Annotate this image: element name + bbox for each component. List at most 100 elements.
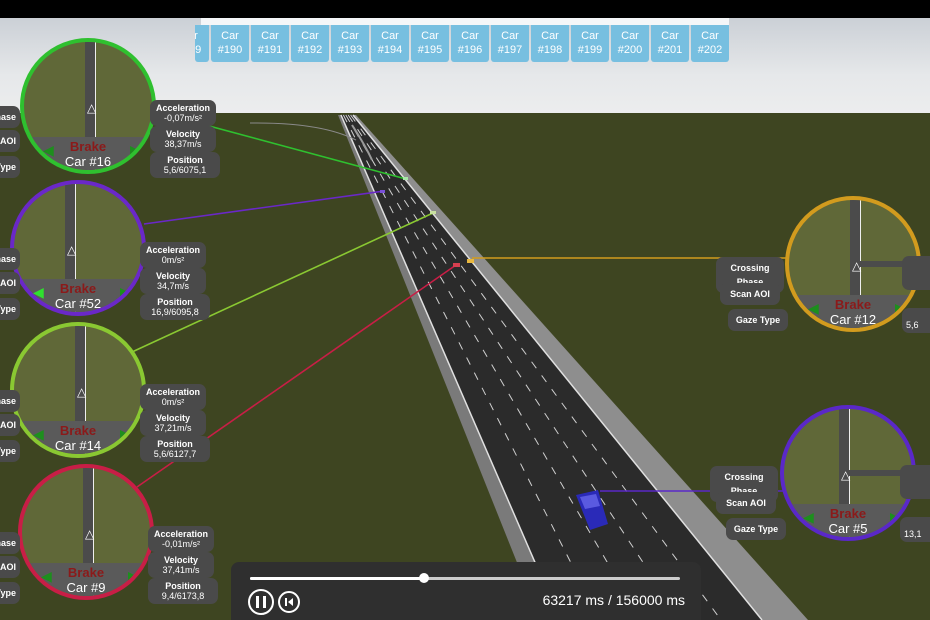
camera-info-band xyxy=(22,563,150,596)
stat-label: Velocity xyxy=(155,271,191,281)
timeline-handle[interactable] xyxy=(419,573,430,583)
car-select-number: #196 xyxy=(457,44,483,56)
stat-value: -0,01m/s² xyxy=(161,539,200,549)
stat-label: Velocity xyxy=(155,413,191,423)
info-label-pill: Gaze Type xyxy=(728,309,788,331)
car-12-marker[interactable] xyxy=(467,259,474,263)
stat-label: Position xyxy=(157,297,193,307)
side-label-pill: Gaze Type xyxy=(0,298,20,320)
car-name: Car #5 xyxy=(828,521,868,536)
car-select-label: Car xyxy=(701,30,719,42)
camera-cross-road xyxy=(855,261,917,267)
info-label-pill: Gaze Type xyxy=(726,518,786,540)
car-5-vehicle[interactable] xyxy=(576,490,608,530)
link-car-52 xyxy=(143,190,385,225)
stat-value: 5,6/6075,1 xyxy=(163,165,207,175)
car-select-button[interactable]: Car#200 xyxy=(611,25,649,62)
top-black-bar xyxy=(0,0,930,18)
car-select-label: Car xyxy=(421,30,439,42)
car-select-label: Car xyxy=(621,30,639,42)
restart-icon xyxy=(285,598,293,606)
side-label-pill: Crossing Phase xyxy=(0,390,20,412)
car-select-button[interactable]: Car #202 xyxy=(691,25,729,62)
car-select-label: Car xyxy=(501,30,519,42)
stat-value: 34,7m/s xyxy=(156,281,189,291)
car-16-marker[interactable] xyxy=(403,177,408,180)
triangle-marker-icon: △ xyxy=(85,527,95,541)
timeline-progress xyxy=(250,577,425,580)
pause-button[interactable] xyxy=(248,589,274,615)
car-select-button[interactable]: Car#193 xyxy=(331,25,369,62)
car-select-number: #191 xyxy=(257,44,283,56)
arrow-right-icon: ▶ xyxy=(120,426,131,442)
stat-value: 37,21m/s xyxy=(154,423,192,433)
edge-position-pill: 13,1 xyxy=(900,517,930,542)
car-name: Car #16 xyxy=(64,154,112,169)
car-select-button[interactable]: Car#201 xyxy=(651,25,689,62)
stat-label: Acceleration xyxy=(153,529,209,539)
triangle-marker-icon: △ xyxy=(841,468,851,482)
car-select-button[interactable]: Car#198 xyxy=(531,25,569,62)
stat-label: Position xyxy=(167,155,203,165)
car-select-button[interactable]: Car#191 xyxy=(251,25,289,62)
car-select-button[interactable]: Car#190 xyxy=(211,25,249,62)
playback-time: 63217 ms / 156000 ms xyxy=(542,592,685,608)
car-select-number: #201 xyxy=(657,44,683,56)
stat-value: 0m/s² xyxy=(161,397,185,407)
car-select-button[interactable]: Car#199 xyxy=(571,25,609,62)
stat-label: Velocity xyxy=(163,555,199,565)
arrow-right-icon: ▶ xyxy=(895,300,906,316)
stat-pill: Acceleration-0,01m/s² xyxy=(148,526,214,552)
car-name: Car #9 xyxy=(66,580,106,595)
side-label-pill: Crossing Phase xyxy=(0,106,20,128)
edge-position-pill: 5,6 xyxy=(902,308,930,333)
car-52-marker[interactable] xyxy=(380,190,385,193)
car-9-marker[interactable] xyxy=(453,263,460,267)
brake-indicator: Brake xyxy=(834,297,872,312)
car-select-number: #202 xyxy=(697,44,723,56)
edge-stat-pill xyxy=(902,256,930,290)
timeline-slider[interactable] xyxy=(250,573,680,583)
triangle-marker-icon: △ xyxy=(77,385,87,399)
car-select-button[interactable]: Car#196 xyxy=(451,25,489,62)
car-strip-scrollbar[interactable] xyxy=(201,18,729,25)
camera-lane-line xyxy=(75,184,76,312)
playback-controls: 63217 ms / 156000 ms xyxy=(231,562,701,620)
car-select-button[interactable]: Car#195 xyxy=(411,25,449,62)
car-name: Car #12 xyxy=(829,312,877,327)
car-select-number: #193 xyxy=(337,44,363,56)
stat-label: Acceleration xyxy=(155,103,211,113)
stat-value: 5,6/6127,7 xyxy=(153,449,197,459)
car-select-button[interactable]: Car#192 xyxy=(291,25,329,62)
side-label-pill: Gaze Type xyxy=(0,440,20,462)
camera-info-band xyxy=(14,279,142,312)
car-select-button[interactable]: Car#194 xyxy=(371,25,409,62)
camera-road xyxy=(85,42,96,170)
info-label-pill: Scan AOI xyxy=(716,492,776,514)
car-select-number: #189 xyxy=(195,44,202,56)
camera-road xyxy=(83,468,94,596)
position-value: 5,6 xyxy=(906,320,919,330)
side-label-pill: Scan AOI xyxy=(0,130,20,152)
edge-stat-pill xyxy=(900,465,930,499)
brake-indicator: Brake xyxy=(59,281,97,296)
restart-button[interactable] xyxy=(278,591,300,613)
car-select-button[interactable]: Car#197 xyxy=(491,25,529,62)
car-14-marker[interactable] xyxy=(430,211,436,214)
car-select-button[interactable]: Car#189 xyxy=(195,25,209,62)
link-car-14 xyxy=(131,212,434,353)
camera-info-band xyxy=(789,295,917,328)
